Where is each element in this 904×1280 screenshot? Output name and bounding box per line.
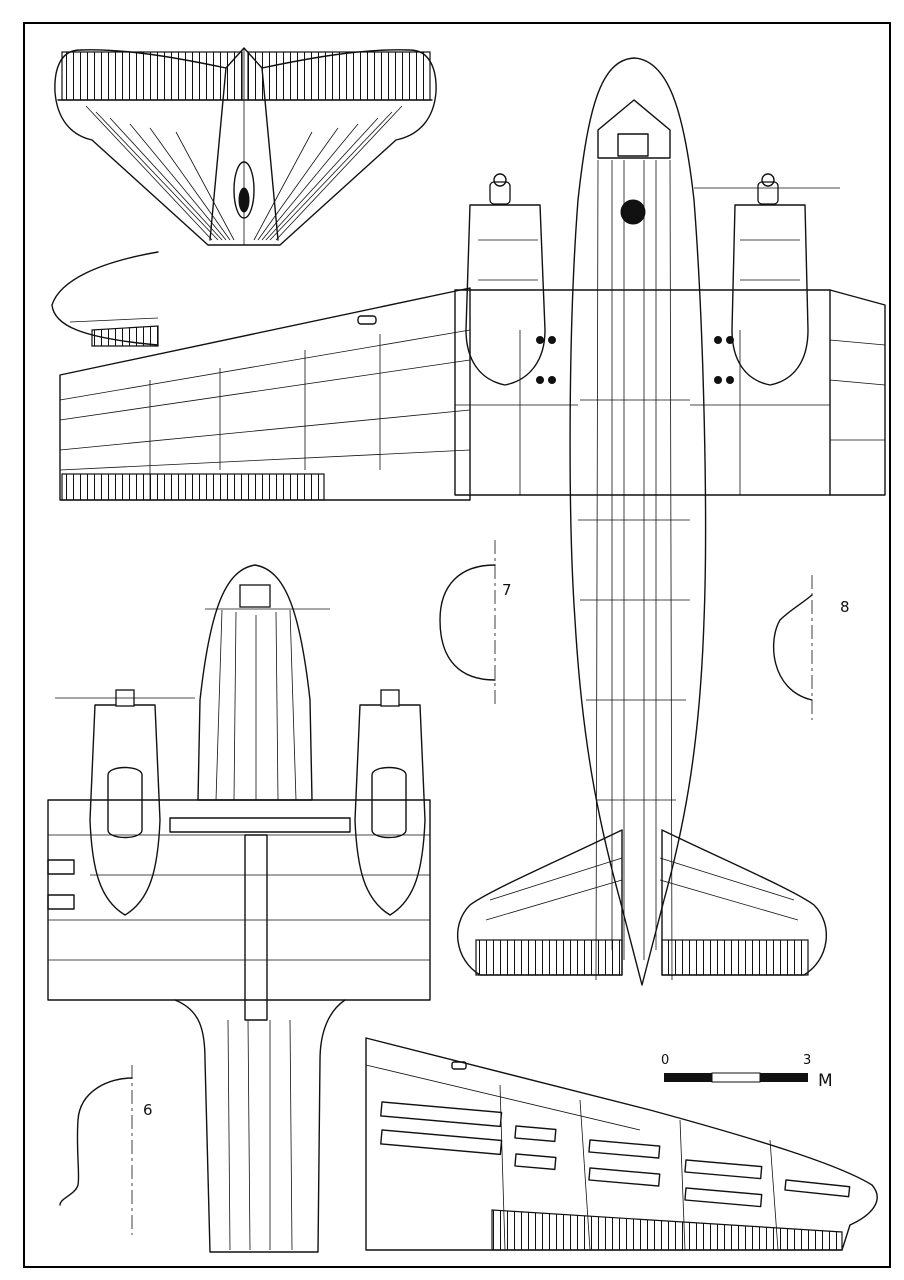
left-wing-tip-section [51, 251, 159, 347]
upper-wing-planform [59, 287, 471, 501]
section-8: 8 [773, 575, 850, 720]
drawing-frame [23, 22, 891, 1268]
tailplane-view [54, 47, 437, 246]
scale-start: 0 [661, 1053, 669, 1068]
section-7: 7 [439, 540, 512, 705]
section-label-8: 8 [840, 598, 850, 616]
outer-wing-underside [365, 1037, 878, 1251]
fuselage-plan-view [454, 57, 886, 986]
underside-view [47, 564, 431, 1253]
section-label-6: 6 [143, 1101, 153, 1119]
section-6: 6 [59, 1065, 153, 1235]
scale-bar: 0 3 M [661, 1053, 833, 1091]
section-label-7: 7 [502, 581, 512, 599]
scale-end: 3 [803, 1053, 811, 1068]
scale-unit: M [818, 1071, 833, 1091]
